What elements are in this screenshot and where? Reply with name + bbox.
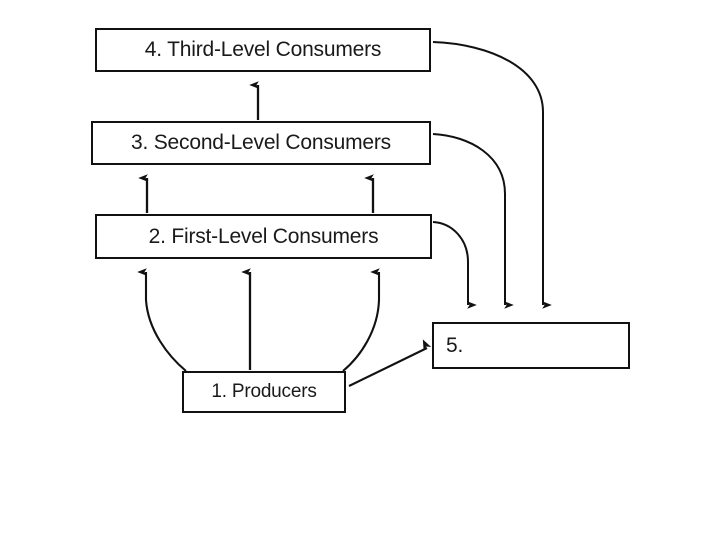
edge-first-to-decomposers bbox=[432, 221, 477, 309]
edge-producers-to-first-right bbox=[342, 268, 381, 372]
node-producers[interactable]: 1. Producers bbox=[182, 371, 346, 413]
node-label-producers: 1. Producers bbox=[211, 381, 317, 402]
node-label-second-level-consumers: 3. Second-Level Consumers bbox=[131, 131, 391, 154]
node-label-first-level-consumers: 2. First-Level Consumers bbox=[148, 224, 379, 248]
node-first-level-consumers[interactable]: 2. First-Level Consumers bbox=[95, 214, 432, 259]
edge-third-to-decomposers bbox=[432, 41, 552, 309]
edge-producers-to-decomposers bbox=[348, 339, 432, 387]
node-label-decomposers: 5. bbox=[446, 333, 464, 357]
node-second-level-consumers[interactable]: 3. Second-Level Consumers bbox=[91, 121, 431, 165]
node-decomposers[interactable]: 5. bbox=[432, 322, 630, 369]
edge-second-to-decomposers bbox=[432, 133, 514, 309]
node-label-third-level-consumers: 4. Third-Level Consumers bbox=[144, 38, 382, 61]
node-third-level-consumers[interactable]: 4. Third-Level Consumers bbox=[95, 28, 431, 72]
edge-producers-to-first-left bbox=[137, 268, 187, 372]
